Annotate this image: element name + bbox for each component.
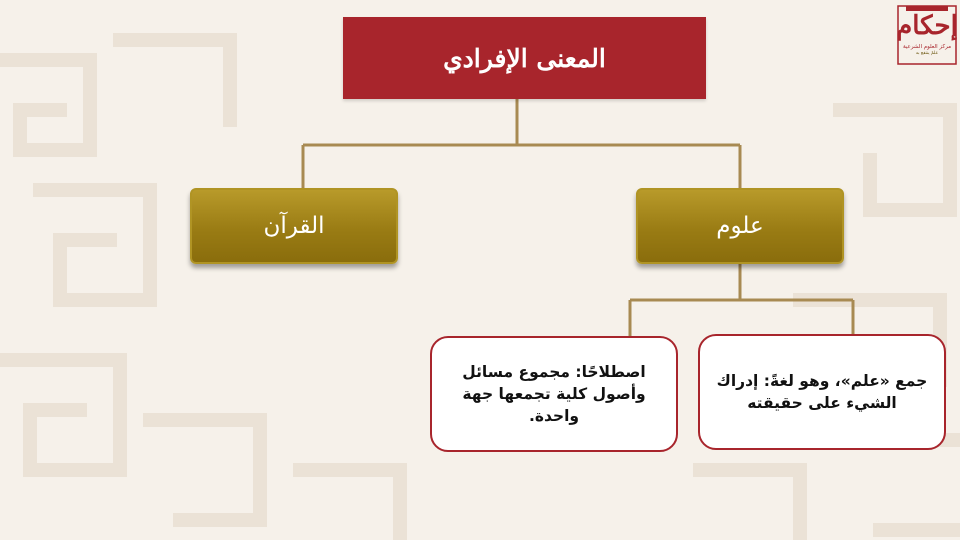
root-node-label: المعنى الإفرادي: [443, 43, 606, 73]
branch-node-quran-label: القرآن: [263, 213, 325, 239]
logo-tagline: علمٌ ينتفع به: [915, 51, 939, 56]
logo-frame-icon: [897, 5, 957, 65]
logo-subtitle: مركز العلوم الشرعية: [902, 44, 952, 50]
leaf-node-technical-meaning: اصطلاحًا: مجموع مسائل وأصول كلية تجمعها …: [430, 336, 678, 452]
leaf-node-technical-text: اصطلاحًا: مجموع مسائل وأصول كلية تجمعها …: [462, 363, 646, 425]
leaf-node-linguistic-text: جمع «علم»، وهو لغةً: إدراك الشيء على حقي…: [716, 372, 928, 412]
logo-word: إحكام: [896, 11, 958, 41]
root-node: المعنى الإفرادي: [343, 17, 706, 99]
branch-node-uloom: علوم: [636, 188, 844, 264]
brand-logo: إحكام مركز العلوم الشرعية علمٌ ينتفع به: [896, 4, 958, 66]
leaf-node-linguistic-meaning: جمع «علم»، وهو لغةً: إدراك الشيء على حقي…: [698, 334, 946, 450]
branch-node-uloom-label: علوم: [716, 213, 764, 239]
branch-node-quran: القرآن: [190, 188, 398, 264]
